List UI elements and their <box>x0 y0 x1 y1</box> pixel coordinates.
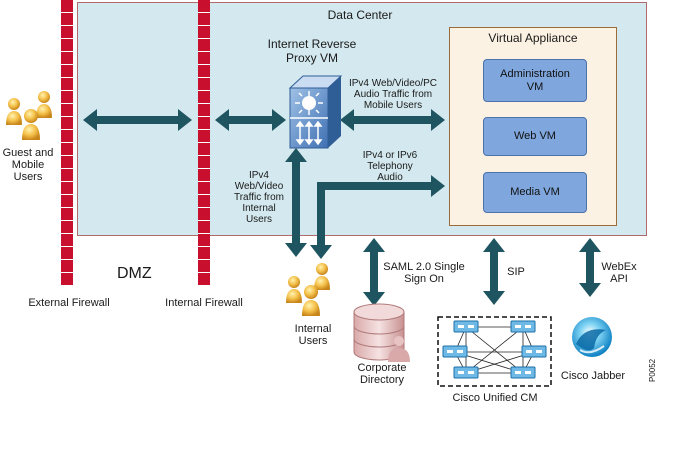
internal-traffic-label: IPv4 Web/Video Traffic from Internal Use… <box>233 170 284 225</box>
figure-id: P0052 <box>648 358 657 382</box>
webex-api-label: WebEx API <box>601 261 637 285</box>
corporate-directory-label: Corporate Directory <box>357 362 407 386</box>
unified-cm-cluster <box>437 316 552 387</box>
media-vm: Media VM <box>483 172 587 213</box>
virtual-appliance-title: Virtual Appliance <box>488 31 578 45</box>
mobile-traffic-label: IPv4 Web/Video/PC Audio Traffic from Mob… <box>348 78 437 111</box>
proxy-label: Internet Reverse Proxy VM <box>267 37 357 65</box>
cisco-jabber-icon <box>572 317 612 357</box>
internal-firewall-label: Internal Firewall <box>165 297 243 309</box>
administration-vm-label: Administration VM <box>500 67 570 93</box>
cisco-jabber-label: Cisco Jabber <box>560 370 626 382</box>
external-firewall <box>61 0 73 286</box>
data-center-title: Data Center <box>327 8 393 22</box>
arrow-saml <box>363 238 385 306</box>
arrow-dmz-to-proxy <box>215 109 286 131</box>
telephony-audio-label: IPv4 or IPv6 Telephony Audio <box>362 150 418 183</box>
guest-users-icon <box>6 91 52 140</box>
arrow-proxy-to-internal-users <box>285 148 307 257</box>
internal-users-label: Internal Users <box>294 323 332 347</box>
arrow-telephony-audio <box>310 175 445 259</box>
guest-users-label: Guest and Mobile Users <box>2 147 54 183</box>
arrow-proxy-to-appliance <box>340 109 445 131</box>
external-firewall-label: External Firewall <box>28 297 110 309</box>
web-vm: Web VM <box>483 117 587 156</box>
sip-label: SIP <box>507 266 525 278</box>
saml-label: SAML 2.0 Single Sign On <box>383 261 465 285</box>
internal-firewall <box>198 0 210 286</box>
internal-users-icon <box>286 263 330 316</box>
web-vm-label: Web VM <box>514 130 556 142</box>
arrow-guest-to-dmz <box>83 109 192 131</box>
reverse-proxy-icon <box>288 75 343 149</box>
arrow-sip <box>483 238 505 305</box>
administration-vm: Administration VM <box>483 59 587 102</box>
unified-cm-label: Cisco Unified CM <box>452 392 538 404</box>
media-vm-label: Media VM <box>510 186 560 198</box>
arrow-webex-api <box>579 238 601 297</box>
corporate-directory-icon <box>353 303 410 362</box>
dmz-label: DMZ <box>117 265 152 282</box>
